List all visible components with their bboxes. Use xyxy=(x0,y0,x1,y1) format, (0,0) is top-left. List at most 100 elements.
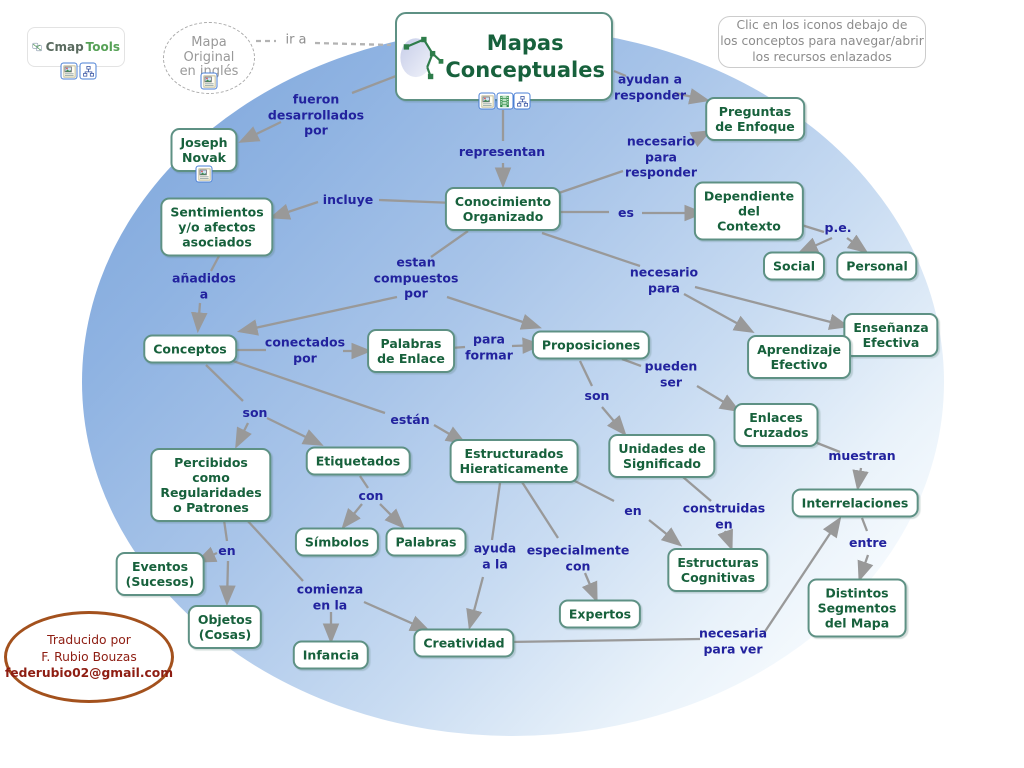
linking-phrase-ir-a: ir a xyxy=(285,32,307,48)
linking-phrase-necesaria-para-ver: necesaria para ver xyxy=(698,625,768,656)
connector xyxy=(763,516,842,634)
translator-email: federubio02@gmail.com xyxy=(4,666,174,681)
concept-conocimiento-organizado[interactable]: Conocimiento Organizado xyxy=(444,187,562,231)
cmaptools-logo-text-tools: Tools xyxy=(85,40,120,54)
concept-social[interactable]: Social xyxy=(762,251,826,281)
connector xyxy=(378,198,455,205)
cmaptools-logo-text-cmap: Cmap xyxy=(45,40,84,54)
connector xyxy=(694,285,851,330)
connector xyxy=(578,360,594,387)
connector xyxy=(446,295,542,330)
linking-phrase-necesario-para: necesario para xyxy=(629,264,699,295)
resource-image-icon[interactable] xyxy=(200,72,218,90)
concept-dependiente-del-contexto[interactable]: Dependiente del Contexto xyxy=(693,181,805,241)
linking-phrase-incluye: incluye xyxy=(322,192,374,208)
resource-image-icon[interactable] xyxy=(195,165,213,183)
connector xyxy=(245,518,304,582)
resource-image-icon[interactable] xyxy=(478,92,496,110)
concept-infancia[interactable]: Infancia xyxy=(292,640,370,670)
linking-phrase-construidas-en: construidas en xyxy=(682,500,766,531)
connector xyxy=(236,295,398,336)
linking-phrase-comienza-en-la: comienza en la xyxy=(296,581,364,612)
connector xyxy=(466,576,485,631)
linking-phrase-representan: representan xyxy=(458,144,546,160)
connector xyxy=(379,503,405,529)
concept-eventos-sucesos[interactable]: Eventos (Sucesos) xyxy=(115,552,205,596)
concept-joseph-novak[interactable]: Joseph Novak xyxy=(170,128,238,172)
connector xyxy=(359,475,369,489)
linking-phrase-en-eventos: en xyxy=(218,543,236,559)
concept-estructurados-hieraticamente[interactable]: Estructurados Hieraticamente xyxy=(449,439,579,483)
connector xyxy=(219,560,236,607)
translator-line1: Traducido por xyxy=(47,633,131,648)
connector xyxy=(613,69,627,78)
resource-image-icon[interactable] xyxy=(60,62,78,80)
connector xyxy=(857,554,874,582)
concept-objetos-cosas[interactable]: Objetos (Cosas) xyxy=(187,605,263,649)
connector xyxy=(846,234,869,254)
connector xyxy=(490,482,502,541)
cmaptools-logo-icon xyxy=(32,42,42,52)
linking-phrase-con: con xyxy=(358,488,384,504)
concept-percibidos[interactable]: Percibidos como Regularidades o Patrones xyxy=(150,448,272,522)
connector xyxy=(191,302,208,334)
resource-video-icon[interactable] xyxy=(496,92,513,110)
resource-map-icon[interactable] xyxy=(79,62,97,80)
connector xyxy=(205,364,244,402)
connector xyxy=(235,422,252,449)
concept-enlaces-cruzados[interactable]: Enlaces Cruzados xyxy=(733,403,819,447)
connector xyxy=(601,406,627,437)
linking-phrase-en-estructuras: en xyxy=(624,503,642,519)
linking-phrase-muestran: muestran xyxy=(828,448,896,464)
linking-phrase-conectados-por: conectados por xyxy=(264,334,346,365)
linking-phrase-p-e: p.e. xyxy=(824,220,852,236)
concept-conceptos[interactable]: Conceptos xyxy=(143,334,237,364)
linking-phrase-son-conceptos: son xyxy=(242,405,268,421)
linking-phrase-es: es xyxy=(618,205,634,221)
concept-distintos-segmentos-del-mapa[interactable]: Distintos Segmentos del Mapa xyxy=(807,578,907,638)
linking-phrase-ayuda-a-la: ayuda a la xyxy=(473,540,517,571)
linking-phrase-estan: están xyxy=(390,412,430,428)
concept-etiquetados[interactable]: Etiquetados xyxy=(305,446,411,476)
linking-phrase-para-formar: para formar xyxy=(465,331,513,362)
connector xyxy=(541,231,641,268)
connector xyxy=(314,41,392,47)
resource-map-icon[interactable] xyxy=(513,92,531,110)
connector xyxy=(430,230,469,258)
concept-sentimientos[interactable]: Sentimientos y/o afectos asociados xyxy=(160,197,274,257)
connector xyxy=(717,528,733,551)
connector xyxy=(689,130,712,148)
page-title: Mapas Conceptuales xyxy=(445,31,605,82)
linking-phrase-anadidos-a: añadidos a xyxy=(172,270,236,301)
concept-interrelaciones[interactable]: Interrelaciones xyxy=(791,488,919,518)
connector xyxy=(682,476,712,502)
connector xyxy=(549,169,624,198)
concept-personal[interactable]: Personal xyxy=(836,251,918,281)
linking-phrase-son-proposiciones: son xyxy=(584,388,610,404)
connector xyxy=(674,88,711,105)
concept-creatividad[interactable]: Creatividad xyxy=(413,628,515,658)
connector xyxy=(351,74,397,95)
connector xyxy=(581,572,598,603)
connector xyxy=(229,358,386,415)
instruction-note: Clic en los iconos debajo de los concept… xyxy=(718,16,926,68)
concept-unidades-de-significado[interactable]: Unidades de Significado xyxy=(608,434,716,478)
concept-aprendizaje-efectivo[interactable]: Aprendizaje Efectivo xyxy=(747,335,851,379)
concept-simbolos[interactable]: Símbolos xyxy=(294,527,380,557)
concept-palabras-de-enlace[interactable]: Palabras de Enlace xyxy=(367,329,455,373)
concept-expertos[interactable]: Expertos xyxy=(558,599,642,629)
concept-ensenanza-efectiva[interactable]: Enseñanza Efectiva xyxy=(843,313,939,357)
connector xyxy=(521,481,559,539)
connector xyxy=(852,467,869,492)
concept-palabras[interactable]: Palabras xyxy=(385,527,467,557)
connector xyxy=(860,517,869,532)
connector xyxy=(341,503,363,530)
concept-preguntas-de-enfoque[interactable]: Preguntas de Enfoque xyxy=(705,97,805,141)
connector xyxy=(209,255,221,272)
linking-phrase-entre: entre xyxy=(849,535,887,551)
concept-estructuras-cognitivas[interactable]: Estructuras Cognitivas xyxy=(667,548,769,592)
concept-proposiciones[interactable]: Proposiciones xyxy=(531,330,651,360)
connector xyxy=(696,385,741,413)
concept-mapas-conceptuales[interactable]: Mapas Conceptuales xyxy=(395,12,613,101)
